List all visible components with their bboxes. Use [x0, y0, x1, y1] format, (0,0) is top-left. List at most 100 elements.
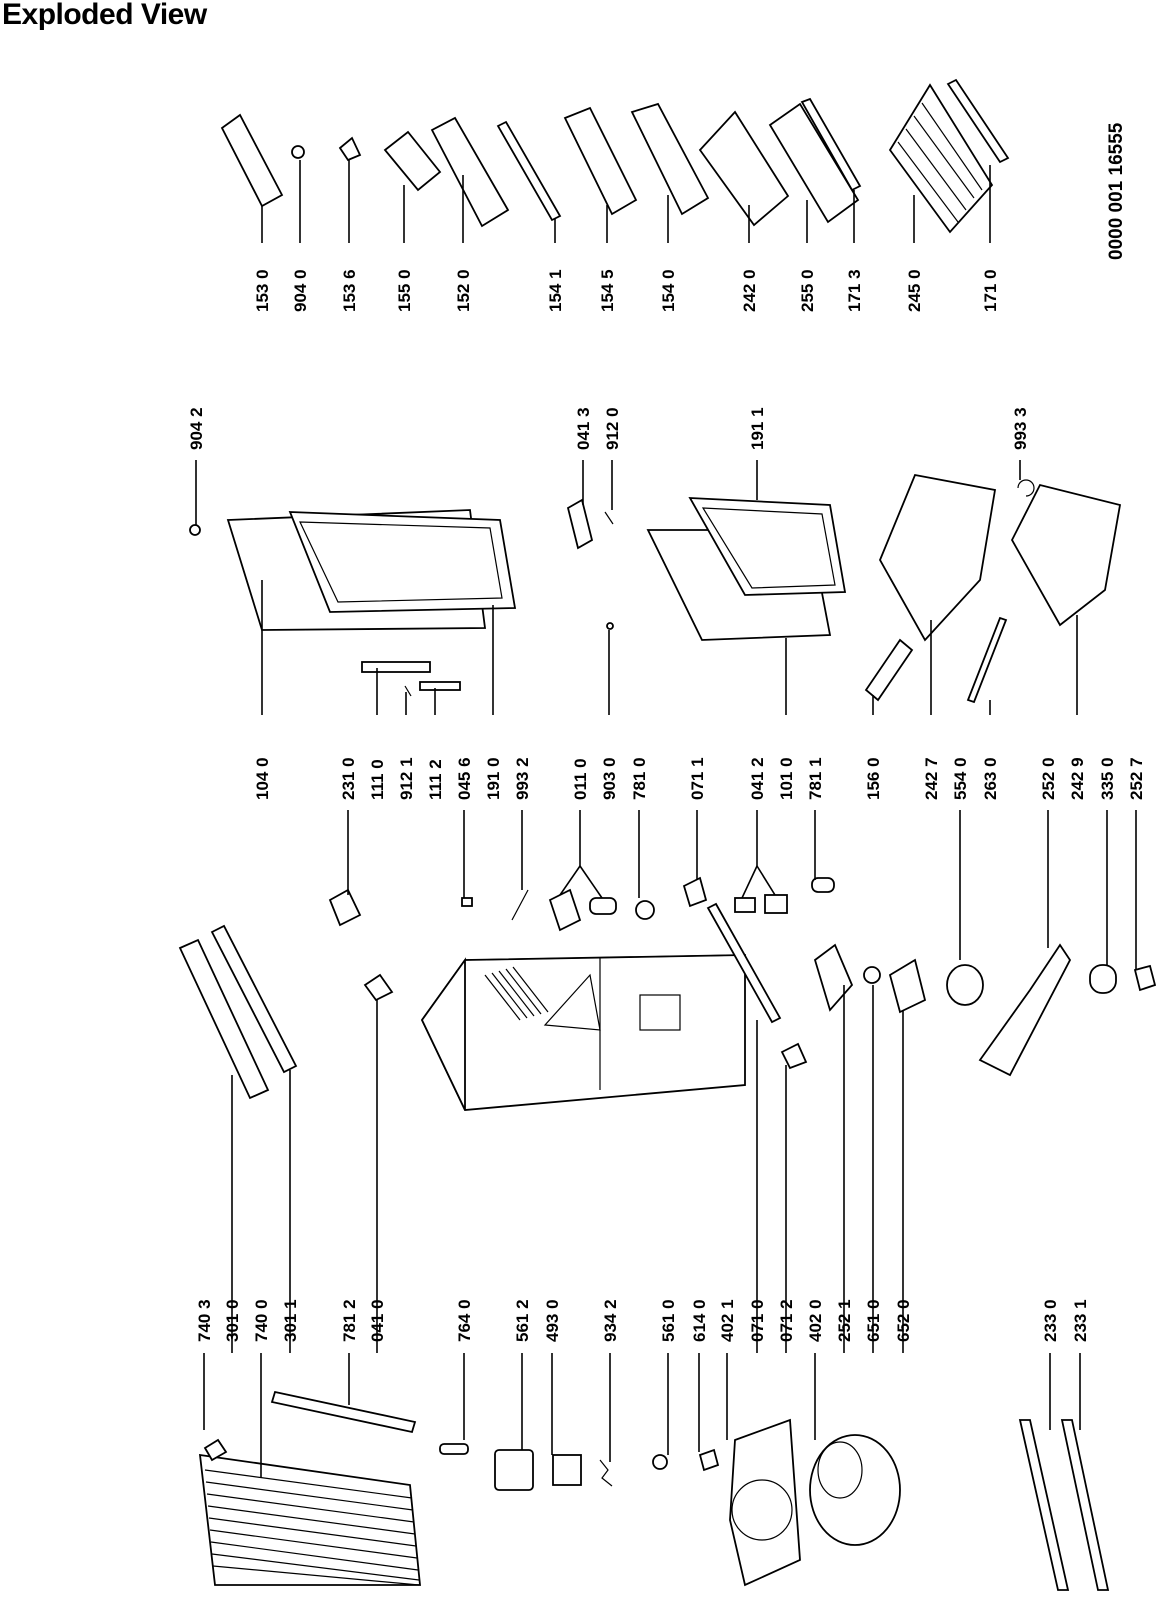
part-number-label: 154 1	[546, 269, 565, 312]
part-number-label: 071 1	[688, 757, 707, 800]
clip-icon	[682, 876, 708, 908]
condenser-coil-icon	[198, 1453, 421, 1586]
thermostat-icon	[548, 888, 582, 932]
fridge-gasket-icon	[688, 497, 847, 596]
crisper-icon	[698, 110, 790, 227]
clip-icon	[698, 1448, 720, 1472]
part-number-label: 252 0	[1039, 757, 1058, 800]
lamp-holder-icon	[734, 897, 756, 913]
part-number-label: 402 1	[718, 1299, 737, 1342]
part-number-label: 242 9	[1068, 757, 1087, 800]
part-number-label: 255 0	[798, 269, 817, 312]
page-title: Exploded View	[2, 0, 207, 31]
control-box-icon	[888, 958, 927, 1014]
freezer-basket-icon	[1010, 483, 1122, 627]
foot-icon	[1133, 964, 1157, 992]
part-number-label: 263 0	[981, 757, 1000, 800]
handle-icon	[361, 661, 431, 673]
part-number-label: 041 0	[368, 1299, 387, 1342]
part-number-label: 233 0	[1041, 1299, 1060, 1342]
door-bin-icon	[430, 116, 510, 228]
control-housing-icon	[813, 943, 854, 1012]
part-number-label: 781 0	[630, 757, 649, 800]
ring-icon	[652, 1454, 668, 1470]
part-number-label: 912 0	[603, 407, 622, 450]
part-number-label: 764 0	[455, 1299, 474, 1342]
trim-icon	[496, 120, 562, 222]
pin-icon	[461, 897, 473, 907]
clip-icon	[338, 136, 362, 162]
part-number-label: 011 0	[571, 758, 590, 800]
part-number-label: 171 3	[845, 269, 864, 312]
part-number-label: 191 0	[484, 757, 503, 800]
part-number-label: 740 3	[195, 1299, 214, 1342]
part-number-label: 111 0	[368, 759, 387, 800]
part-number-label: 154 5	[598, 269, 617, 312]
grille-icon	[864, 638, 914, 702]
capillary-tube-icon	[439, 1443, 469, 1455]
part-number-label: 154 0	[659, 269, 678, 312]
part-number-label: 904 2	[187, 407, 206, 450]
part-number-label: 171 0	[981, 269, 1000, 312]
handle-cap-icon	[419, 681, 461, 691]
part-number-label: 071 2	[777, 1299, 796, 1342]
shelf-front-icon	[220, 113, 284, 208]
part-number-label: 252 1	[835, 1299, 854, 1342]
part-number-label: 231 0	[339, 757, 358, 800]
part-number-label: 561 2	[513, 1299, 532, 1342]
part-number-label: 993 2	[513, 757, 532, 800]
part-number-label: 402 0	[806, 1299, 825, 1342]
drain-pan-icon	[978, 943, 1072, 1077]
part-number-label: 041 2	[748, 757, 767, 800]
door-shelf-icon	[630, 102, 710, 216]
document-number: 0000 001 16555	[1106, 122, 1127, 260]
part-number-label: 153 0	[253, 269, 272, 312]
switch-icon	[863, 966, 881, 984]
wire-shelf-icon	[888, 83, 994, 234]
part-number-label: 554 0	[951, 757, 970, 800]
part-number-label: 045 6	[455, 757, 474, 800]
screw-icon	[404, 685, 412, 697]
hinge-icon	[363, 973, 394, 1002]
part-number-label: 903 0	[600, 757, 619, 800]
part-number-label: 651 0	[864, 1299, 883, 1342]
compressor-icon	[809, 1434, 901, 1546]
trim-strip-icon	[706, 902, 782, 1024]
lamp-icon	[764, 894, 788, 914]
wire-clip-icon	[599, 1459, 613, 1487]
part-number-label: 152 0	[454, 269, 473, 312]
bracket-icon	[780, 1042, 808, 1070]
door-shelf-icon	[563, 106, 638, 216]
part-number-label: 153 6	[340, 269, 359, 312]
knob-icon	[589, 897, 617, 915]
shelf-trim-icon	[800, 97, 862, 192]
part-number-label: 233 1	[1071, 1299, 1090, 1342]
cover-plate-icon	[328, 888, 362, 927]
part-number-label: 252 7	[1127, 757, 1146, 800]
crisper-drawer-icon	[879, 473, 997, 642]
side-rail-icon	[210, 924, 298, 1074]
part-number-label: 912 1	[397, 757, 416, 800]
side-rail-icon	[178, 938, 270, 1100]
cabinet-icon	[420, 954, 746, 1111]
part-number-label: 934 2	[601, 1299, 620, 1342]
part-number-label: 781 2	[340, 1299, 359, 1342]
part-number-label: 781 1	[806, 757, 825, 800]
part-number-label: 301 0	[223, 1299, 242, 1342]
part-number-label: 301 1	[281, 1299, 300, 1342]
door-gasket-icon	[288, 511, 517, 613]
leader-lines	[195, 160, 1137, 1478]
fan-motor-icon	[946, 964, 984, 1006]
bulb-icon	[811, 877, 835, 893]
part-number-label: 993 3	[1011, 407, 1030, 450]
spring-clip-icon	[511, 889, 529, 921]
screw-icon	[606, 622, 614, 630]
seal-ring-icon	[1089, 964, 1117, 994]
foot-bar-icon	[1060, 1419, 1110, 1591]
part-number-label: 740 0	[252, 1299, 271, 1342]
part-number-label: 335 0	[1098, 757, 1117, 800]
part-number-label: 652 0	[894, 1299, 913, 1342]
part-number-label: 111 2	[426, 759, 445, 800]
part-number-label: 561 0	[659, 1299, 678, 1342]
